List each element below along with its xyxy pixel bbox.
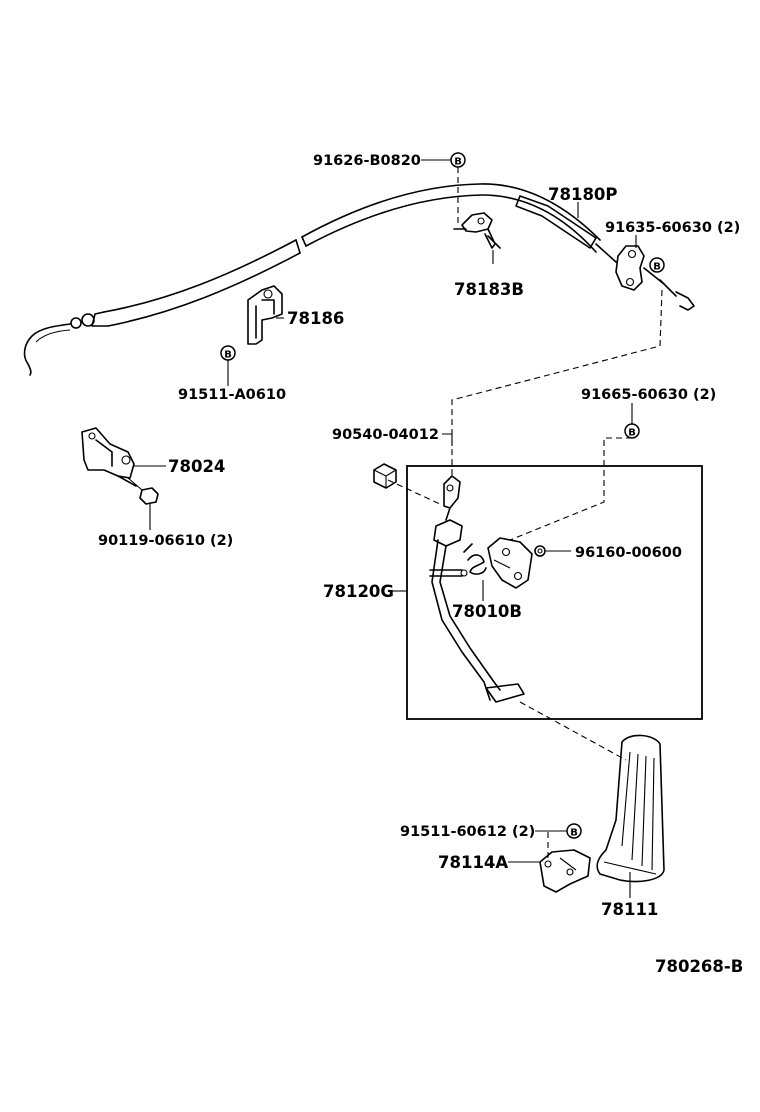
label-91511-60612: 91511-60612 (2)	[400, 824, 535, 840]
pedal-arm-subassembly-box	[406, 465, 703, 720]
bushing-96160-00600	[534, 545, 546, 557]
marker-nut-91635: B	[649, 257, 665, 273]
label-78010B: 78010B	[452, 602, 522, 621]
marker-bolt-91626: B	[450, 152, 466, 168]
accelerator-cable	[23, 183, 617, 376]
svg-text:B: B	[628, 428, 636, 439]
label-78183B: 78183B	[454, 280, 524, 299]
cable-end-bracket	[615, 245, 695, 311]
svg-text:B: B	[224, 350, 232, 361]
label-78114A: 78114A	[438, 853, 508, 872]
label-78186: 78186	[287, 309, 344, 328]
bolt-90119-06610	[127, 477, 159, 505]
label-78180P: 78180P	[548, 185, 618, 204]
label-91635-60630: 91635-60630 (2)	[605, 220, 740, 236]
label-78120G: 78120G	[323, 582, 394, 601]
pedal-support-plate	[487, 537, 533, 589]
svg-text:B: B	[570, 828, 578, 839]
label-91511-A0610: 91511-A0610	[178, 387, 286, 403]
assembly-dashed-lines	[387, 167, 663, 858]
cable-bracket-78186	[247, 285, 283, 345]
pedal-arm-78120G	[429, 475, 525, 703]
label-90540-04012: 90540-04012	[332, 427, 439, 443]
label-96160-00600: 96160-00600	[575, 545, 682, 561]
bracket-78114A	[539, 849, 591, 893]
label-91665-60630: 91665-60630 (2)	[581, 387, 716, 403]
svg-text:B: B	[454, 157, 462, 168]
return-spring-78010B	[463, 543, 487, 575]
marker-bolt-91511-60612: B	[566, 823, 582, 839]
marker-nut-91665: B	[624, 423, 640, 439]
part-labels: 91626-B0820 78180P 91635-60630 (2) 78183…	[98, 153, 743, 976]
svg-text:B: B	[653, 262, 661, 273]
bracket-78024	[81, 427, 137, 487]
cable-clamp-78183B	[453, 212, 501, 249]
label-78024: 78024	[168, 457, 225, 476]
label-90119-06610: 90119-06610 (2)	[98, 533, 233, 549]
label-78111: 78111	[601, 900, 658, 919]
pedal-pad-78111	[596, 734, 665, 883]
label-91626-B0820: 91626-B0820	[313, 153, 421, 169]
collar-90540-04012	[373, 463, 397, 489]
drawing-number: 780268-B	[655, 957, 743, 976]
marker-bolt-91511-A0610: B	[220, 345, 236, 361]
leader-lines	[134, 159, 637, 898]
